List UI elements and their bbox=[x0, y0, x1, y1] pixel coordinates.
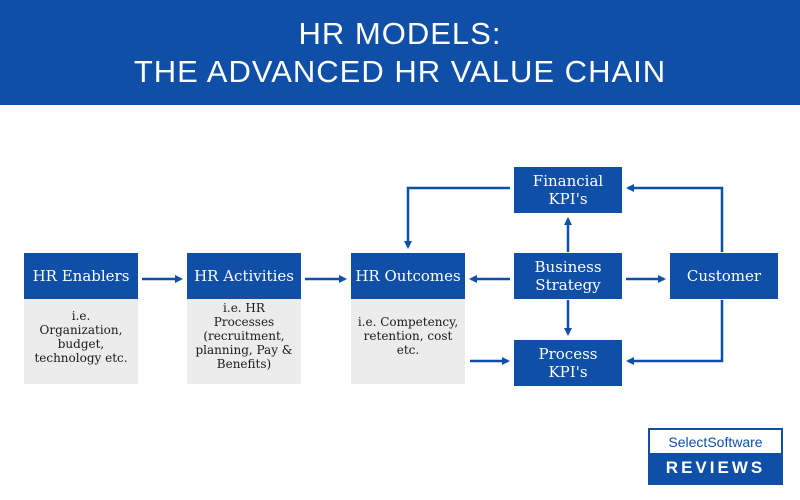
arrow-customer-to-financial bbox=[626, 184, 724, 252]
page-title-line1: HR MODELS: bbox=[298, 16, 502, 51]
node-hr-enablers: HR Enablers bbox=[24, 253, 138, 299]
node-hr-outcomes-description: i.e. Competency, retention, cost etc. bbox=[351, 299, 465, 384]
page-title-line2: THE ADVANCED HR VALUE CHAIN bbox=[133, 54, 667, 89]
node-hr-outcomes: HR Outcomes bbox=[351, 253, 465, 299]
node-hr-activities-description: i.e. HR Processes (recruitment, planning… bbox=[187, 299, 301, 384]
node-business-strategy: Business Strategy bbox=[514, 253, 622, 299]
page-header: HR MODELS: THE ADVANCED HR VALUE CHAIN bbox=[0, 0, 800, 105]
node-process-kpis: Process KPI's bbox=[514, 340, 622, 386]
brand-logo-line2: REVIEWS bbox=[650, 453, 781, 483]
node-hr-activities: HR Activities bbox=[187, 253, 301, 299]
arrow-customer-to-process bbox=[626, 300, 724, 365]
node-customer: Customer bbox=[670, 253, 778, 299]
arrow-financial-to-outcomes bbox=[404, 186, 510, 249]
brand-logo-line1: SelectSoftware bbox=[668, 434, 763, 450]
node-financial-kpis: Financial KPI's bbox=[514, 167, 622, 213]
brand-logo[interactable]: SelectSoftware REVIEWS bbox=[648, 428, 783, 485]
node-hr-enablers-description: i.e. Organization, budget, technology et… bbox=[24, 299, 138, 384]
